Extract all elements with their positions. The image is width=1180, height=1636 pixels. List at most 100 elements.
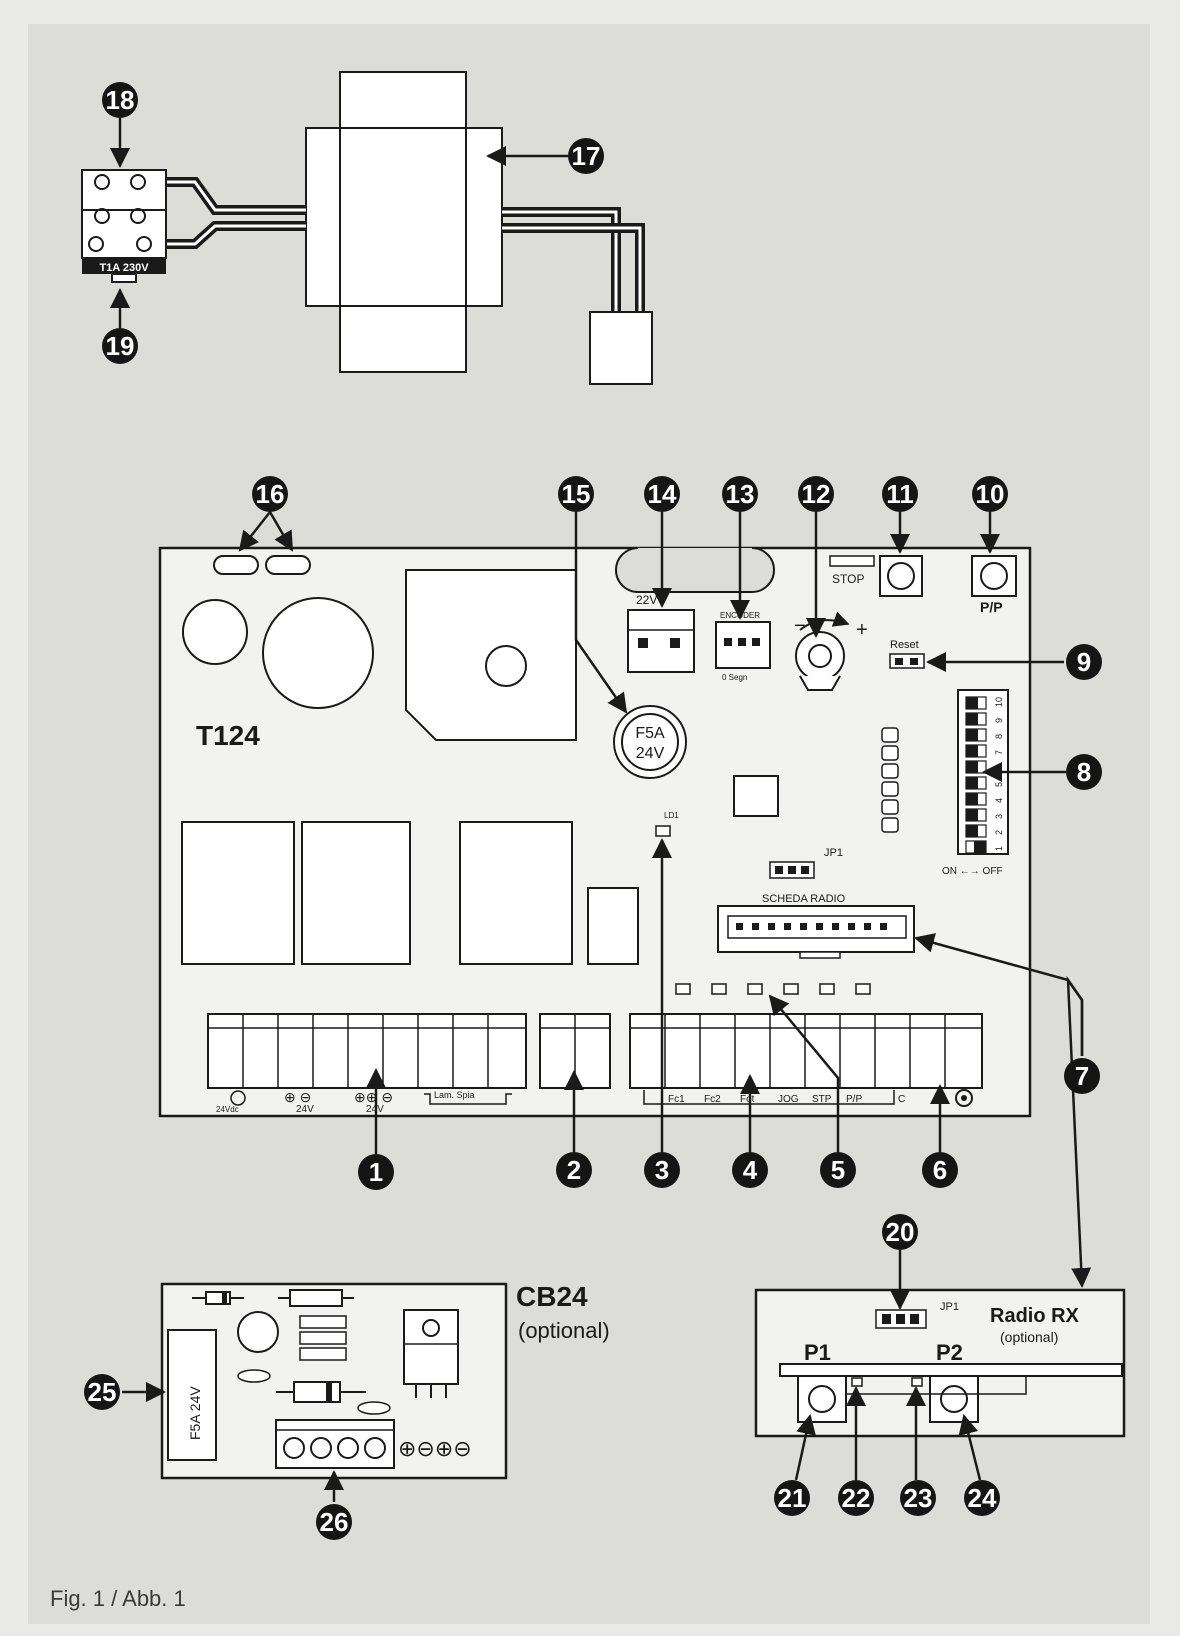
callout-10-badge: 10	[972, 476, 1008, 512]
svg-text:+: +	[856, 619, 868, 641]
callout-6: 6	[933, 1155, 947, 1185]
terminal-lamp-label: Lam. Spia	[434, 1090, 475, 1100]
control-board: T124 22V ENCODER 0 Segn − + STOP P/P	[158, 546, 1032, 1118]
dip-number: 7	[994, 750, 1004, 755]
cb24-terminal-signs: ⊕⊖⊕⊖	[398, 1436, 472, 1461]
callout-17: 17	[572, 141, 601, 171]
radio-p1-label: P1	[804, 1340, 831, 1365]
terminal-block-power	[207, 1013, 527, 1089]
cb24-title: CB24	[516, 1281, 588, 1312]
callout-12-badge: 12	[798, 476, 834, 512]
terminal-input-c: C	[898, 1094, 905, 1105]
callout-1-badge: 1	[358, 1154, 394, 1190]
callout-9: 9	[1077, 647, 1091, 677]
terminal-input-stp: STP	[812, 1094, 832, 1105]
callout-5-badge: 5	[820, 1152, 856, 1188]
callout-25: 25	[88, 1377, 117, 1407]
callout-11: 11	[886, 479, 914, 509]
terminal-input-fot: Fot	[740, 1094, 755, 1105]
dip-number: 4	[994, 798, 1004, 803]
fuse-line2: 24V	[636, 745, 665, 762]
radio-rx-board: JP1 Radio RX (optional) P1 P2	[754, 1288, 1126, 1438]
radio-jp1-label: JP1	[940, 1301, 959, 1313]
fuse-holder-label: T1A 230V	[99, 262, 149, 274]
dip-switch: 1 2 3 4 5 6 7 8 9 10 ON ←→ OFF	[942, 689, 1009, 877]
callout-badges: 1 2 3 4 5 6 7 8 9 10 11 12 13 14 15 16 1…	[84, 82, 1102, 1540]
callout-21-badge: 21	[774, 1480, 810, 1516]
callout-23-badge: 23	[900, 1480, 936, 1516]
callout-2-badge: 2	[556, 1152, 592, 1188]
callout-23: 23	[904, 1483, 933, 1513]
radio-title: Radio RX	[990, 1305, 1080, 1327]
callout-8: 8	[1077, 757, 1091, 787]
callout-18-badge: 18	[102, 82, 138, 118]
terminal-input-fc2: Fc2	[704, 1094, 721, 1105]
terminal-24v-a: 24V	[296, 1104, 314, 1115]
cb24-board: CB24 (optional) F5A 24V ⊕⊖⊕⊖	[160, 1281, 610, 1480]
callout-21: 21	[778, 1483, 807, 1513]
figure-caption: Fig. 1 / Abb. 1	[50, 1586, 186, 1611]
callout-3: 3	[655, 1155, 669, 1185]
callout-6-badge: 6	[922, 1152, 958, 1188]
dip-number: 9	[994, 718, 1004, 723]
svg-text:⊕ ⊖: ⊕ ⊖	[284, 1089, 311, 1105]
dip-number: 2	[994, 830, 1004, 835]
callout-24: 24	[968, 1483, 997, 1513]
callout-18: 18	[106, 85, 135, 115]
callout-22-badge: 22	[838, 1480, 874, 1516]
svg-text:−: −	[794, 615, 806, 637]
scheda-radio-label: SCHEDA RADIO	[762, 893, 846, 905]
terminal-input-jog: JOG	[778, 1094, 799, 1105]
callout-11-badge: 11	[882, 476, 918, 512]
callout-4: 4	[743, 1155, 758, 1185]
callout-26-badge: 26	[316, 1504, 352, 1540]
terminal-input-pp: P/P	[846, 1094, 862, 1105]
callout-5: 5	[831, 1155, 845, 1185]
callout-9-badge: 9	[1066, 644, 1102, 680]
callout-20-badge: 20	[882, 1214, 918, 1250]
cb24-fuse-label: F5A 24V	[187, 1386, 203, 1440]
mains-fuse-holder: T1A 230V	[81, 169, 167, 283]
board-name: T124	[196, 720, 260, 751]
dip-number: 5	[994, 782, 1004, 787]
dip-number: 1	[994, 846, 1004, 851]
stop-label: STOP	[832, 572, 864, 586]
pp-label: P/P	[980, 599, 1003, 615]
radio-subtitle: (optional)	[1000, 1329, 1058, 1345]
callout-12: 12	[802, 479, 831, 509]
callout-7-badge: 7	[1064, 1058, 1100, 1094]
transformer	[165, 71, 653, 385]
terminal-input-fc1: Fc1	[668, 1094, 685, 1105]
input-leds	[675, 983, 871, 995]
terminal-block-inputs	[629, 1013, 983, 1089]
callout-7: 7	[1075, 1061, 1089, 1091]
callout-17-badge: 17	[568, 138, 604, 174]
reset-label: Reset	[890, 639, 919, 651]
dip-on-off-label: ON ←→ OFF	[942, 866, 1003, 877]
dip-number: 6	[994, 766, 1004, 771]
callout-1: 1	[369, 1157, 383, 1187]
callout-10: 10	[976, 479, 1005, 509]
callout-20: 20	[886, 1217, 915, 1247]
callout-16-badge: 16	[252, 476, 288, 512]
callout-19-badge: 19	[102, 328, 138, 364]
terminal-motor-label: 24Vdc	[216, 1105, 239, 1114]
radio-p2-label: P2	[936, 1340, 963, 1365]
callout-13-badge: 13	[722, 476, 758, 512]
ld1-label: LD1	[664, 811, 679, 820]
dip-number: 3	[994, 814, 1004, 819]
dip-number: 8	[994, 734, 1004, 739]
callout-4-badge: 4	[732, 1152, 768, 1188]
callout-8-badge: 8	[1066, 754, 1102, 790]
callout-13: 13	[726, 479, 755, 509]
callout-16: 16	[256, 479, 285, 509]
dip-number: 10	[994, 697, 1004, 707]
jp1-label: JP1	[824, 847, 843, 859]
fuse-line1: F5A	[635, 725, 665, 742]
callout-14-badge: 14	[644, 476, 680, 512]
leader-lines	[110, 118, 1092, 1502]
encoder-sub-label: 0 Segn	[722, 673, 747, 682]
callout-15-badge: 15	[558, 476, 594, 512]
callout-2: 2	[567, 1155, 581, 1185]
